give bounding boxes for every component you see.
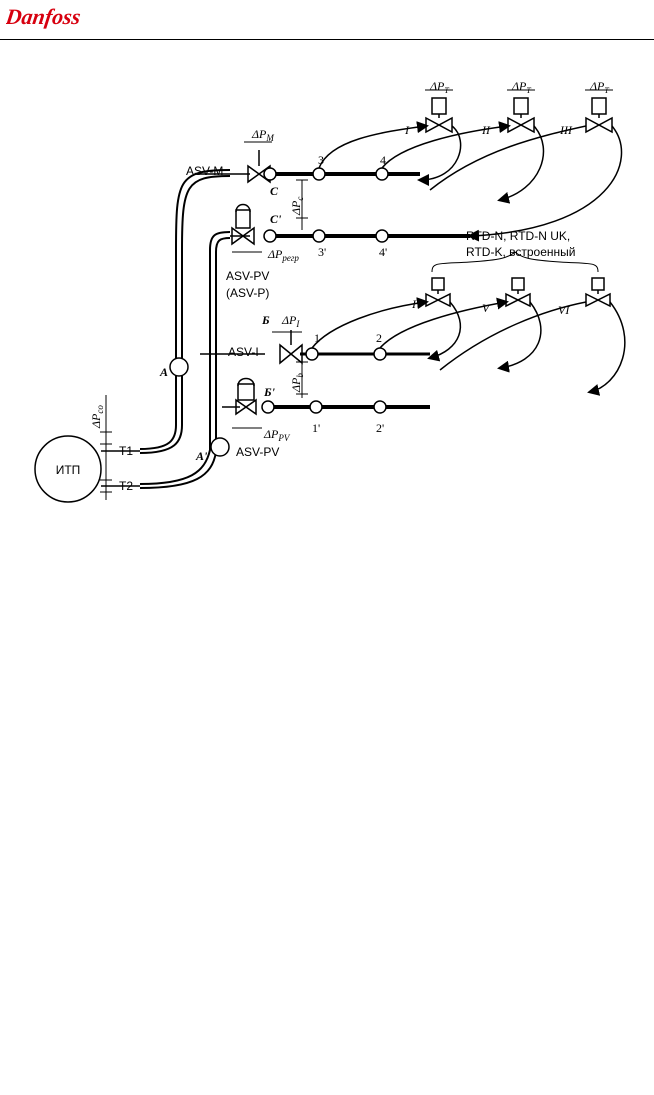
svg-text:ΔPT: ΔPT [511,79,531,95]
node-a [170,358,188,376]
svg-text:ΔPT: ΔPT [429,79,449,95]
svg-text:IV: IV [411,297,425,311]
svg-text:ΔPI: ΔPI [281,313,300,329]
rtd-valves-bottom [426,252,610,306]
diagram-lines [35,90,625,502]
svg-text:3: 3 [318,153,324,167]
svg-text:1': 1' [312,421,320,435]
svg-text:ΔPc: ΔPc [289,197,305,216]
svg-text:ΔPрегр: ΔPрегр [267,247,299,263]
asv-i-label: ASV-I [228,345,259,359]
page-header: Danfoss [0,0,654,42]
asv-m-label: ASV-M [186,164,223,178]
rtd-line2: RTD-K, встроенный [466,245,575,259]
svg-text:III: III [559,123,573,137]
node-a2-label: A' [195,449,208,463]
svg-text:V: V [482,301,491,315]
diagram-svg: ИТП T1 T2 ΔPco A A' ASV-M ΔPM C C' ΔPc Δ… [0,40,654,540]
svg-text:ΔPPV: ΔPPV [263,427,291,443]
node-c-label: C [270,184,279,198]
svg-text:VI: VI [558,303,570,317]
svg-text:3': 3' [318,245,326,259]
svg-text:2': 2' [376,421,384,435]
svg-text:Б': Б' [263,385,276,399]
dp-co-label: ΔPco [89,405,105,429]
svg-text:1: 1 [314,331,320,345]
svg-text:ΔPb: ΔPb [289,373,305,393]
node-a-label: A [159,365,168,379]
asv-pv-top-label: ASV-PV [226,269,269,283]
danfoss-logo-text: Danfoss [6,4,82,29]
t1-label: T1 [119,444,133,458]
svg-text:II: II [481,123,491,137]
asv-pv-bottom-label: ASV-PV [236,445,279,459]
t2-label: T2 [119,479,133,493]
svg-text:I: I [404,123,410,137]
node-c2-label: C' [270,212,282,226]
itp-label: ИТП [56,463,81,477]
svg-text:ΔPT: ΔPT [589,79,609,95]
asv-p-label: (ASV-P) [226,286,269,300]
rtd-line1: RTD-N, RTD-N UK, [466,229,570,243]
node-a2 [211,438,229,456]
svg-text:2: 2 [376,331,382,345]
svg-text:4: 4 [380,153,386,167]
svg-text:Б: Б [261,313,270,327]
svg-text:ΔPM: ΔPM [251,127,274,143]
svg-text:4': 4' [379,245,387,259]
svg-text:ΔPco: ΔPco [89,405,105,429]
danfoss-logo: Danfoss [6,2,88,34]
heating-system-diagram: ИТП T1 T2 ΔPco A A' ASV-M ΔPM C C' ΔPc Δ… [0,40,654,540]
